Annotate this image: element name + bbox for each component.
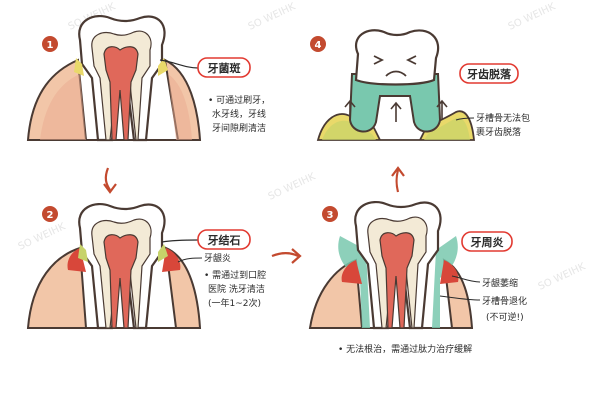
leader-line xyxy=(177,257,203,263)
step-number: 4 xyxy=(315,40,322,51)
step-badge xyxy=(310,36,326,52)
panel-2-tartar: 2 牙结石 牙龈炎 • 需通过到口腔 医院 洗牙清洁 (一年1~2次) xyxy=(26,202,266,330)
stage-label: 牙齿脱落 xyxy=(467,67,512,81)
flow-arrow-head xyxy=(391,166,405,177)
step-number: 3 xyxy=(327,210,334,221)
watermark-text: SO WEIHK xyxy=(247,1,298,33)
panel-1-plaque: 1 牙菌斑 • 可通过刷牙， 水牙线，牙线 牙间隙刷清洁 xyxy=(26,14,270,142)
step-badge xyxy=(42,36,58,52)
gum-inflamed xyxy=(67,248,181,272)
callout-text: (不可逆!) xyxy=(486,311,524,323)
gum-inflamed xyxy=(341,260,459,284)
sad-eye-icon xyxy=(373,55,385,65)
stage-label: 牙菌斑 xyxy=(208,61,241,75)
tartar-deposit xyxy=(158,244,168,262)
tooth-root-exposed xyxy=(348,73,442,133)
up-arrow-icon xyxy=(344,99,356,120)
care-note-line: 水牙线，牙线 xyxy=(212,108,266,120)
watermark-text: SO WEIHK xyxy=(267,171,318,203)
tooth-pulp xyxy=(379,232,415,329)
tartar-deposit xyxy=(78,244,88,262)
care-note-line: (一年1~2次) xyxy=(208,297,261,309)
plaque-deposit xyxy=(74,58,84,76)
plaque-deposit xyxy=(158,58,168,76)
tooth-crown xyxy=(354,29,440,86)
watermark-text: SO WEIHK xyxy=(17,221,68,253)
leader-line xyxy=(455,117,475,121)
callout-text: 牙槽骨退化 xyxy=(482,295,527,307)
callout-text: 裹牙齿脱落 xyxy=(476,126,521,138)
stage-label: 牙结石 xyxy=(208,233,241,247)
flow-arrow-right xyxy=(271,251,299,258)
label-bubble xyxy=(197,57,251,78)
label-bubble xyxy=(459,63,519,84)
step-number: 2 xyxy=(47,210,54,221)
watermark-text: SO WEIHK xyxy=(507,1,558,33)
watermark-text: SO WEIHK xyxy=(537,261,588,293)
callout-text: 牙槽骨无法包 xyxy=(476,112,530,124)
care-note-line: • 可通过刷牙， xyxy=(208,94,270,106)
step-badge xyxy=(322,206,338,222)
leader-line xyxy=(451,275,481,283)
step-number: 1 xyxy=(47,40,54,51)
sad-eye-icon xyxy=(405,55,417,65)
gum-inner xyxy=(40,74,192,140)
flow-arrow-up xyxy=(395,169,400,193)
tooth-pulp xyxy=(103,234,139,329)
panel-3-periodontitis: 3 牙周炎 牙龈萎缩 牙槽骨退化 (不可逆!) • 无法根治，需通过肽力治疗缓解 xyxy=(308,200,527,355)
sub-label: 牙龈炎 xyxy=(204,252,231,264)
tooth-pulp xyxy=(103,46,139,141)
flow-arrow-head xyxy=(291,248,302,264)
label-bubble xyxy=(461,231,513,252)
panel-4-tooth-loss: 4 牙齿脱落 牙槽骨无法包 裹牙齿脱落 xyxy=(310,29,530,141)
step-badge xyxy=(42,206,58,222)
bone-recession xyxy=(338,236,458,328)
gum-inner xyxy=(322,117,470,140)
leader-line xyxy=(439,295,481,301)
care-note-line: • 需通过到口腔 xyxy=(204,269,266,281)
up-arrow-icon xyxy=(390,101,402,122)
care-note-line: 牙间隙刷清洁 xyxy=(212,122,266,134)
up-arrow-icon xyxy=(436,99,448,120)
callout-text: 牙龈萎缩 xyxy=(482,277,518,289)
leader-line xyxy=(159,59,199,69)
care-note-line: 医院 洗牙清洁 xyxy=(208,283,265,295)
flow-arrow-down xyxy=(104,167,111,191)
flow-arrow-head xyxy=(103,183,117,194)
footnote: • 无法根治，需通过肽力治疗缓解 xyxy=(338,343,472,355)
leader-line xyxy=(161,239,199,243)
sad-mouth-icon xyxy=(385,70,407,77)
stage-label: 牙周炎 xyxy=(471,236,504,249)
label-bubble xyxy=(197,229,251,250)
